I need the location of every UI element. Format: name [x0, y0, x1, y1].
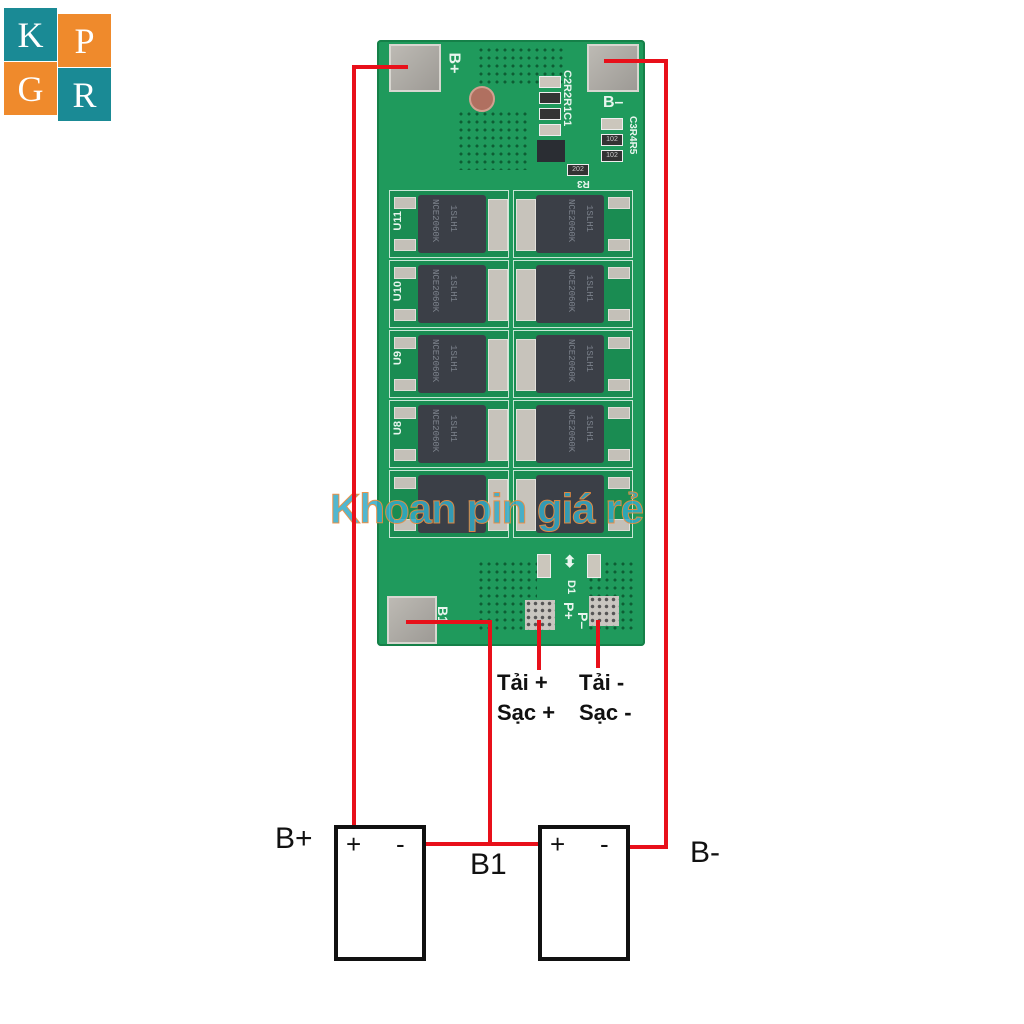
b-plus-silk: B+ [445, 52, 463, 74]
mosfet-u9: NCE2060K 1SLH1 U9 [389, 330, 509, 398]
wire-b1-vertical [488, 620, 492, 846]
mosfet-u11: NCE2060K 1SLH1 U11 [389, 190, 509, 258]
charge-minus-label: Sạc - [579, 700, 632, 725]
load-plus-label: Tải + [497, 670, 548, 695]
mosfet-part: NCE2060K [430, 339, 440, 383]
mosfet-part: NCE2060K [430, 199, 440, 243]
mosfet-lot: 1SLH1 [448, 415, 458, 443]
logo-tile-k: K [4, 8, 57, 61]
mosfet-right-1: NCE2060K 1SLH1 [513, 190, 633, 258]
p-minus-pad [589, 596, 619, 626]
b1-silk: B1 [435, 606, 451, 624]
right-components-silk: C3R4R5 [627, 116, 638, 155]
mosfet-lot: 1SLH1 [584, 275, 594, 303]
mounting-hole [469, 86, 495, 112]
schematic-b-plus-label: B+ [275, 822, 313, 855]
schematic-b1-label: B1 [470, 848, 507, 881]
mosfet-label: U9 [392, 351, 404, 366]
mosfet-u10: NCE2060K 1SLH1 U10 [389, 260, 509, 328]
mosfet-lot: 1SLH1 [448, 205, 458, 233]
p-minus-silk: P– [575, 612, 591, 630]
protection-ic [537, 140, 565, 162]
mosfet-label: U10 [392, 281, 404, 302]
resistor-r1 [539, 108, 561, 120]
mosfet-u8: NCE2060K 1SLH1 U8 [389, 400, 509, 468]
wire-load-minus [596, 620, 600, 668]
wire-b1-horizontal [406, 620, 492, 624]
diode-symbol-icon: ⬍ [563, 554, 577, 571]
r3-silk: R3 [577, 178, 590, 189]
mosfet-part: NCE2060K [566, 199, 576, 243]
mosfet-part: NCE2060K [566, 269, 576, 313]
wire-b-minus-to-cell [626, 845, 668, 849]
top-components-silk: C2R2R1C1 [561, 70, 573, 127]
wire-b-plus-horizontal [352, 65, 408, 69]
mosfet-part: NCE2060K [430, 409, 440, 453]
capacitor-c2 [539, 76, 561, 88]
charge-plus-label: Sạc + [497, 700, 556, 725]
diode-pad-left [537, 554, 551, 578]
via-pattern [457, 110, 527, 170]
resistor-r3: 202 [567, 164, 589, 176]
battery-cell-1: + - [334, 825, 426, 961]
mosfet-lot: 1SLH1 [584, 345, 594, 373]
wire-b-minus-vertical [664, 59, 668, 849]
mosfet-part: NCE2060K [566, 409, 576, 453]
mosfet-right-4: NCE2060K 1SLH1 [513, 400, 633, 468]
cell-plus-terminal: + [346, 829, 362, 859]
mosfet-right-5 [513, 470, 633, 538]
diode-pad-right [587, 554, 601, 578]
capacitor-c1 [539, 124, 561, 136]
watermark-text: Khoan pin giá rẻ [329, 485, 644, 533]
load-minus-label: Tải - [579, 670, 625, 695]
mosfet-label: U11 [392, 211, 404, 231]
resistor-r2 [539, 92, 561, 104]
capacitor-c3 [601, 118, 623, 130]
mosfet-part: NCE2060K [430, 269, 440, 313]
resistor-r5: 102 [601, 150, 623, 162]
logo-tile-g: G [4, 62, 57, 115]
resistor-r4: 102 [601, 134, 623, 146]
b-minus-pad [587, 44, 639, 92]
mosfet-lot: 1SLH1 [584, 415, 594, 443]
mosfet-lot: 1SLH1 [448, 345, 458, 373]
b-minus-silk: B– [603, 94, 624, 111]
cell-minus-terminal: - [396, 829, 405, 859]
bms-pcb-board: B+ B– C2R2R1C1 102 102 C3R4R5 202 R3 NCE… [377, 40, 645, 646]
mosfet-lot: 1SLH1 [584, 205, 594, 233]
wire-b-minus-horizontal [604, 59, 666, 63]
mosfet-left-5 [389, 470, 509, 538]
logo-tile-p: P [58, 14, 111, 67]
mosfet-label: U8 [392, 421, 404, 436]
mosfet-lot: 1SLH1 [448, 275, 458, 303]
mosfet-right-2: NCE2060K 1SLH1 [513, 260, 633, 328]
schematic-b-minus-label: B- [690, 836, 720, 869]
d1-silk: D1 [565, 580, 577, 595]
mosfet-right-3: NCE2060K 1SLH1 [513, 330, 633, 398]
cell-minus-terminal: - [600, 829, 609, 859]
wire-series-link [422, 842, 544, 846]
p-plus-silk: P+ [561, 602, 577, 620]
wire-b-plus-vertical [352, 65, 356, 831]
logo-tile-r: R [58, 68, 111, 121]
mosfet-part: NCE2060K [566, 339, 576, 383]
wire-load-plus [537, 620, 541, 670]
cell-plus-terminal: + [550, 829, 566, 859]
battery-cell-2: + - [538, 825, 630, 961]
